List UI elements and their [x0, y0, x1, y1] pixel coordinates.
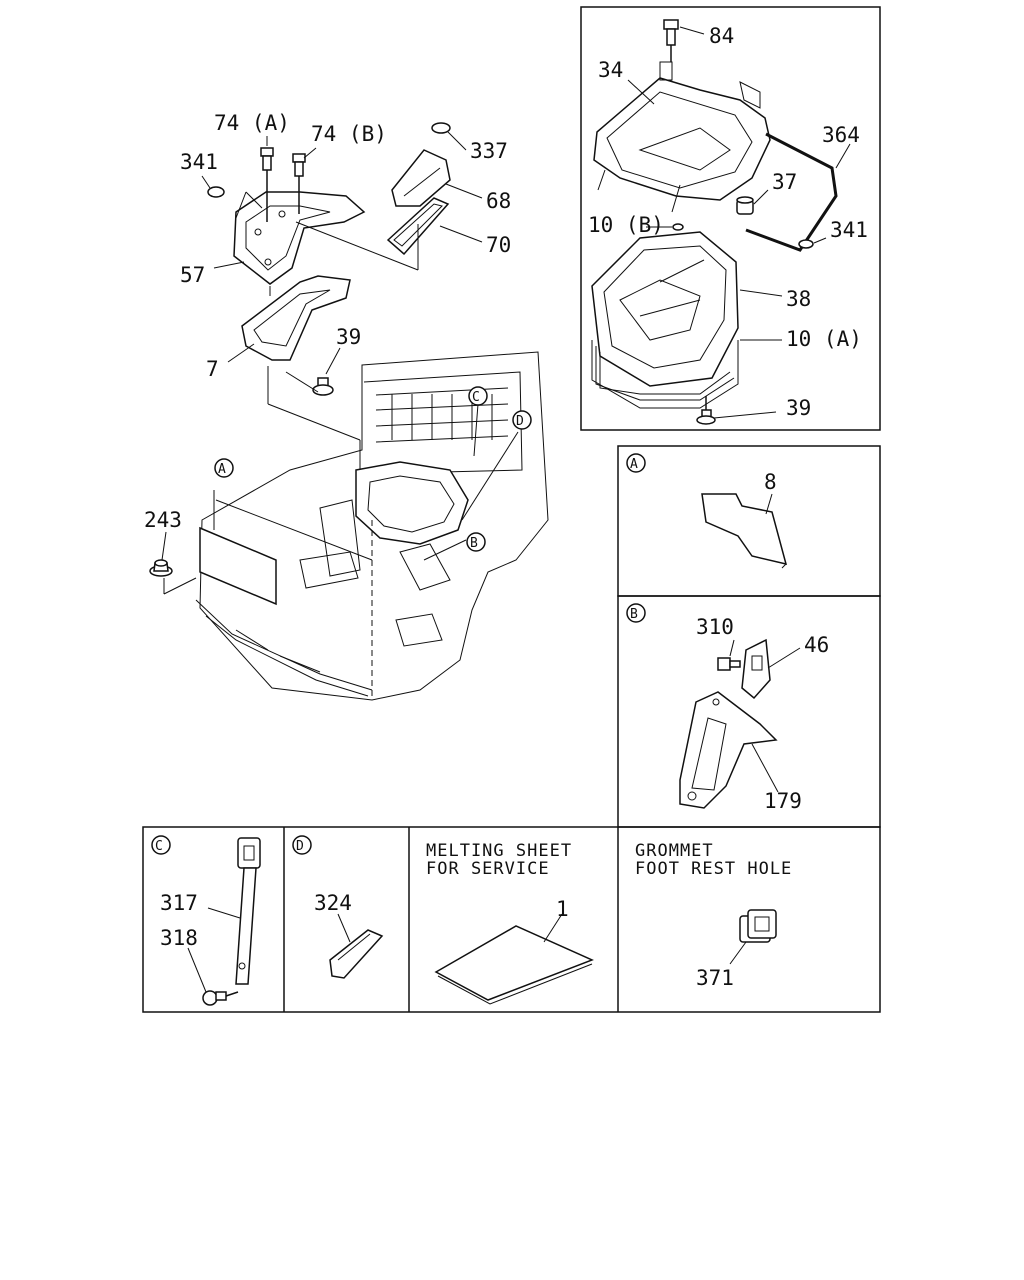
- caption-melting-sheet-line1: MELTING SHEET: [426, 841, 572, 861]
- label-84: 84: [709, 24, 734, 48]
- caption-grommet-line1: GROMMET: [635, 841, 714, 861]
- label-8: 8: [764, 470, 777, 494]
- label-10a: 10 (A): [786, 327, 862, 351]
- label-243: 243: [144, 508, 182, 532]
- latch-part-46: [741, 638, 771, 700]
- cap-icon-341: [207, 186, 225, 198]
- label-337: 337: [470, 139, 508, 163]
- label-70: 70: [486, 233, 511, 257]
- label-341-box: 341: [830, 218, 868, 242]
- label-179: 179: [764, 789, 802, 813]
- callout-d-main: D: [516, 414, 524, 429]
- clip-icon-39: [312, 377, 334, 396]
- callout-a-detail: A: [630, 457, 638, 472]
- label-341: 341: [180, 150, 218, 174]
- plate-part-68: [391, 149, 451, 207]
- label-39-box: 39: [786, 396, 811, 420]
- callout-b-detail: B: [630, 607, 638, 622]
- detail-frame-storage-box: [580, 6, 881, 431]
- callout-b-main: B: [470, 536, 478, 551]
- plug-icon-10b: [672, 223, 684, 231]
- bracket-part-179: [679, 691, 778, 809]
- callout-d-detail: D: [296, 839, 304, 854]
- cover-part-7: [241, 275, 351, 361]
- label-310: 310: [696, 615, 734, 639]
- clip-icon-39-box: [696, 396, 716, 425]
- label-364: 364: [822, 123, 860, 147]
- caption-melting-sheet-line2: FOR SERVICE: [426, 859, 550, 879]
- callout-c-main: C: [472, 390, 480, 405]
- label-34: 34: [598, 58, 623, 82]
- bolt-icon-74a: [260, 147, 274, 222]
- insulator-part-8: [701, 493, 788, 569]
- storage-lid-part-34: [593, 61, 771, 213]
- detail-frame-bottom-row: [142, 826, 881, 1013]
- storage-box-part-10a: [591, 340, 739, 409]
- floor-panel-assembly: [195, 351, 549, 701]
- label-317: 317: [160, 891, 198, 915]
- bolt-icon-74b: [292, 153, 306, 214]
- label-1: 1: [556, 897, 569, 921]
- label-74b: 74 (B): [311, 122, 387, 146]
- label-46: 46: [804, 633, 829, 657]
- label-318: 318: [160, 926, 198, 950]
- label-371: 371: [696, 966, 734, 990]
- grommet-icon-243: [149, 559, 173, 577]
- clip-part-324: [329, 929, 384, 979]
- caption-grommet-line2: FOOT REST HOLE: [635, 859, 792, 879]
- label-324: 324: [314, 891, 352, 915]
- label-57: 57: [180, 263, 205, 287]
- cushion-icon-37: [736, 196, 754, 215]
- melting-sheet-part-1: [434, 925, 594, 1005]
- label-7: 7: [206, 357, 219, 381]
- label-38: 38: [786, 287, 811, 311]
- callout-c-detail: C: [155, 839, 163, 854]
- label-10b: 10 (B): [588, 213, 664, 237]
- cap-icon-337: [431, 122, 451, 134]
- label-37: 37: [772, 170, 797, 194]
- screw-icon-318: [202, 990, 239, 1006]
- label-39: 39: [336, 325, 361, 349]
- strap-part-317: [235, 837, 261, 985]
- storage-tray-part-38: [591, 231, 739, 387]
- detail-frame-b: [617, 595, 881, 828]
- cap-icon-341-box: [798, 239, 814, 249]
- callout-a-main: A: [218, 462, 226, 477]
- label-68: 68: [486, 189, 511, 213]
- strap-part-364: [745, 132, 838, 252]
- grommet-part-371: [739, 909, 777, 943]
- label-74a: 74 (A): [214, 111, 290, 135]
- bolt-icon-84: [663, 19, 679, 62]
- bolt-icon-310: [717, 657, 741, 671]
